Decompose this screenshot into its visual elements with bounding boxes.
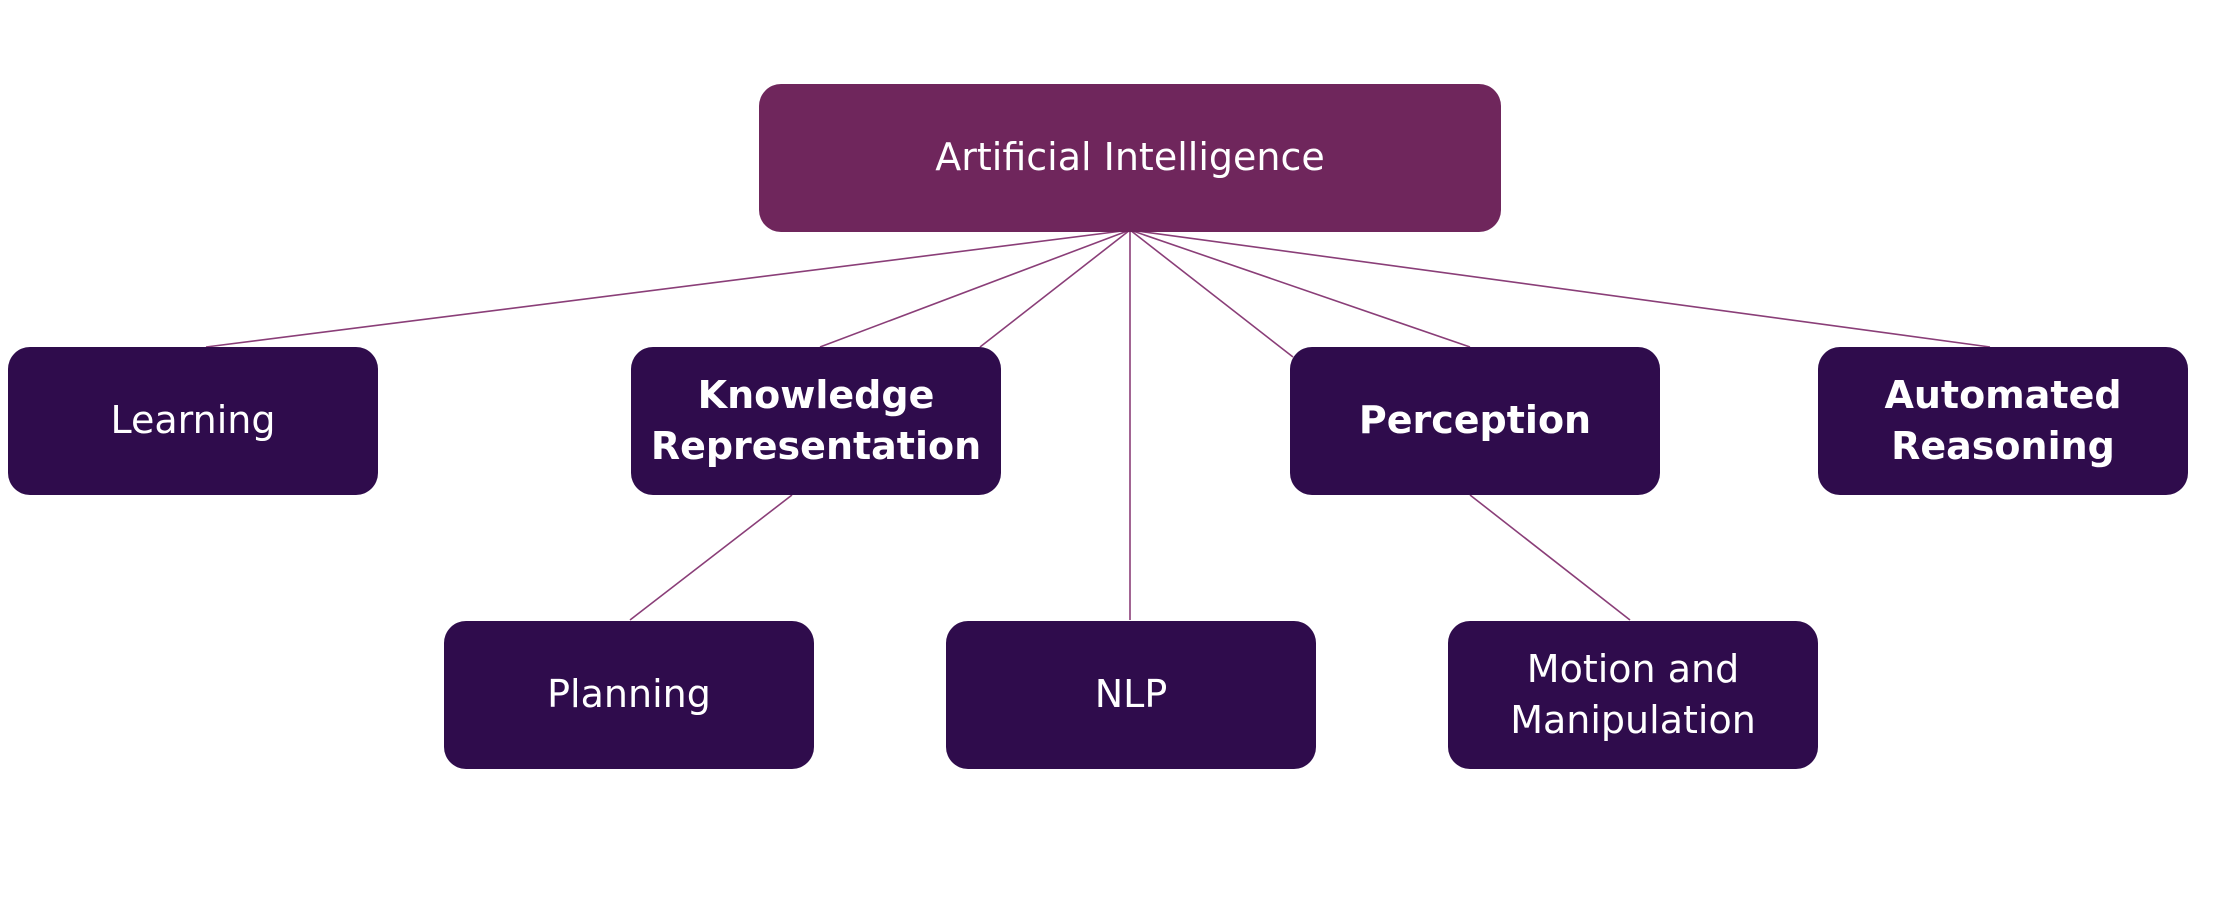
- connector-root-perception-a: [1129, 229, 1294, 358]
- node-knowledge-representation: Knowledge Representation: [631, 347, 1001, 495]
- node-automated-reasoning: Automated Reasoning: [1818, 347, 2188, 495]
- connector-root-perception-b: [1129, 229, 1471, 348]
- connector-root-reasoning: [1129, 229, 1991, 348]
- node-automated-reasoning-label: Automated Reasoning: [1884, 372, 2122, 468]
- node-planning-label: Planning: [547, 672, 711, 717]
- root-node-artificial-intelligence: Artificial Intelligence: [759, 84, 1501, 232]
- root-node-label: Artificial Intelligence: [935, 135, 1325, 180]
- node-knowledge-representation-label: Knowledge Representation: [650, 372, 982, 468]
- connector-root-learning: [205, 229, 1131, 348]
- node-motion-and-manipulation-label: Motion and Manipulation: [1510, 646, 1756, 742]
- node-nlp: NLP: [946, 621, 1316, 769]
- connector-root-knowledge-a: [819, 229, 1131, 348]
- connector-perception-motion: [1469, 494, 1631, 621]
- node-learning-label: Learning: [110, 398, 276, 443]
- node-learning: Learning: [8, 347, 378, 495]
- node-planning: Planning: [444, 621, 814, 769]
- node-nlp-label: NLP: [1094, 672, 1168, 717]
- node-perception-label: Perception: [1358, 398, 1592, 443]
- node-motion-and-manipulation: Motion and Manipulation: [1448, 621, 1818, 769]
- node-perception: Perception: [1290, 347, 1660, 495]
- connector-root-knowledge-b: [979, 229, 1131, 348]
- connector-knowledge-planning: [629, 494, 793, 621]
